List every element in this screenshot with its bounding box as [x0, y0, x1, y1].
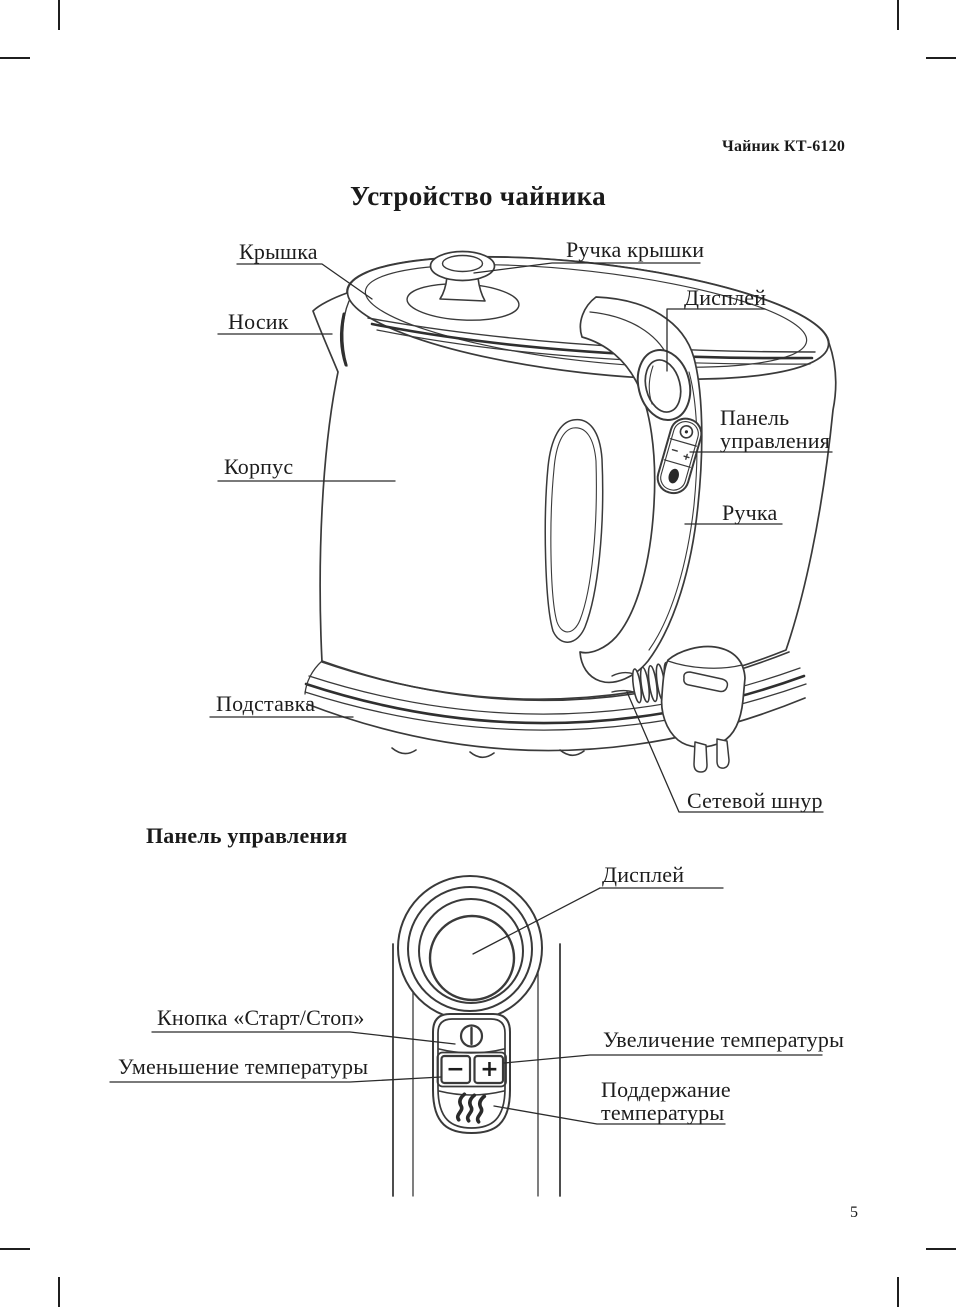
leader-keep-temp	[493, 1105, 726, 1125]
handle-control-strip	[656, 417, 703, 495]
label-display-upper: Дисплей	[684, 285, 767, 310]
steam-icon	[455, 1092, 487, 1124]
temp-buttons-box	[436, 1051, 507, 1088]
power-plug-icon	[660, 645, 746, 773]
leader-temp-down	[109, 1076, 442, 1083]
crop-mark-top-right-h	[926, 57, 956, 59]
handle-column	[392, 943, 561, 1197]
label-lid: Крышка	[239, 239, 318, 264]
leader-display-upper	[666, 308, 766, 372]
label-lid-handle: Ручка крышки	[566, 237, 705, 262]
minus-glyph: −	[446, 1057, 465, 1082]
label-temp-up: Увеличение температуры	[603, 1027, 845, 1052]
label-cord: Сетевой шнур	[687, 788, 823, 813]
label-body: Корпус	[224, 454, 294, 479]
page-number: 5	[850, 1204, 858, 1221]
crop-mark-bottom-right-h	[926, 1248, 956, 1250]
document-header: Чайник КТ-6120	[722, 138, 846, 155]
crop-mark-bottom-left-v	[58, 1277, 60, 1307]
section-heading-control-panel: Панель управления	[146, 823, 348, 848]
crop-mark-bottom-right-v	[897, 1277, 899, 1307]
plus-button	[473, 1054, 505, 1085]
display-rings	[397, 875, 543, 1021]
handle-display-ring	[636, 349, 692, 421]
crop-mark-top-right-v	[897, 0, 899, 30]
minus-button	[440, 1054, 472, 1085]
page-title: Устройство чайника	[350, 181, 606, 211]
label-start-stop: Кнопка «Старт/Стоп»	[157, 1005, 365, 1030]
label-temp-down: Уменьшение температуры	[118, 1054, 369, 1079]
leader-start-stop	[151, 1031, 456, 1045]
leader-lines	[109, 262, 833, 1125]
kettle-drawing	[304, 250, 837, 773]
label-control-panel: Панель управления	[720, 405, 831, 453]
power-icon	[459, 1024, 484, 1048]
label-display-lower: Дисплей	[602, 862, 685, 887]
label-handle: Ручка	[722, 500, 778, 525]
label-base: Подставка	[216, 691, 316, 716]
label-spout: Носик	[228, 309, 289, 334]
leader-lid	[236, 263, 373, 300]
power-cord	[611, 645, 746, 773]
crop-mark-top-left-h	[0, 57, 30, 59]
plus-glyph: +	[480, 1057, 499, 1082]
leader-temp-up	[503, 1054, 823, 1064]
kettle-spout	[340, 300, 350, 367]
label-keep-temp: Поддержание температуры	[601, 1077, 731, 1125]
leader-cord	[626, 691, 824, 813]
crop-mark-bottom-left-h	[0, 1248, 30, 1250]
crop-mark-top-left-v	[58, 0, 60, 30]
control-panel-drawing	[392, 875, 561, 1197]
leader-lid-handle	[473, 262, 701, 274]
lid-knob	[429, 250, 496, 302]
leader-display-lower	[472, 887, 724, 955]
